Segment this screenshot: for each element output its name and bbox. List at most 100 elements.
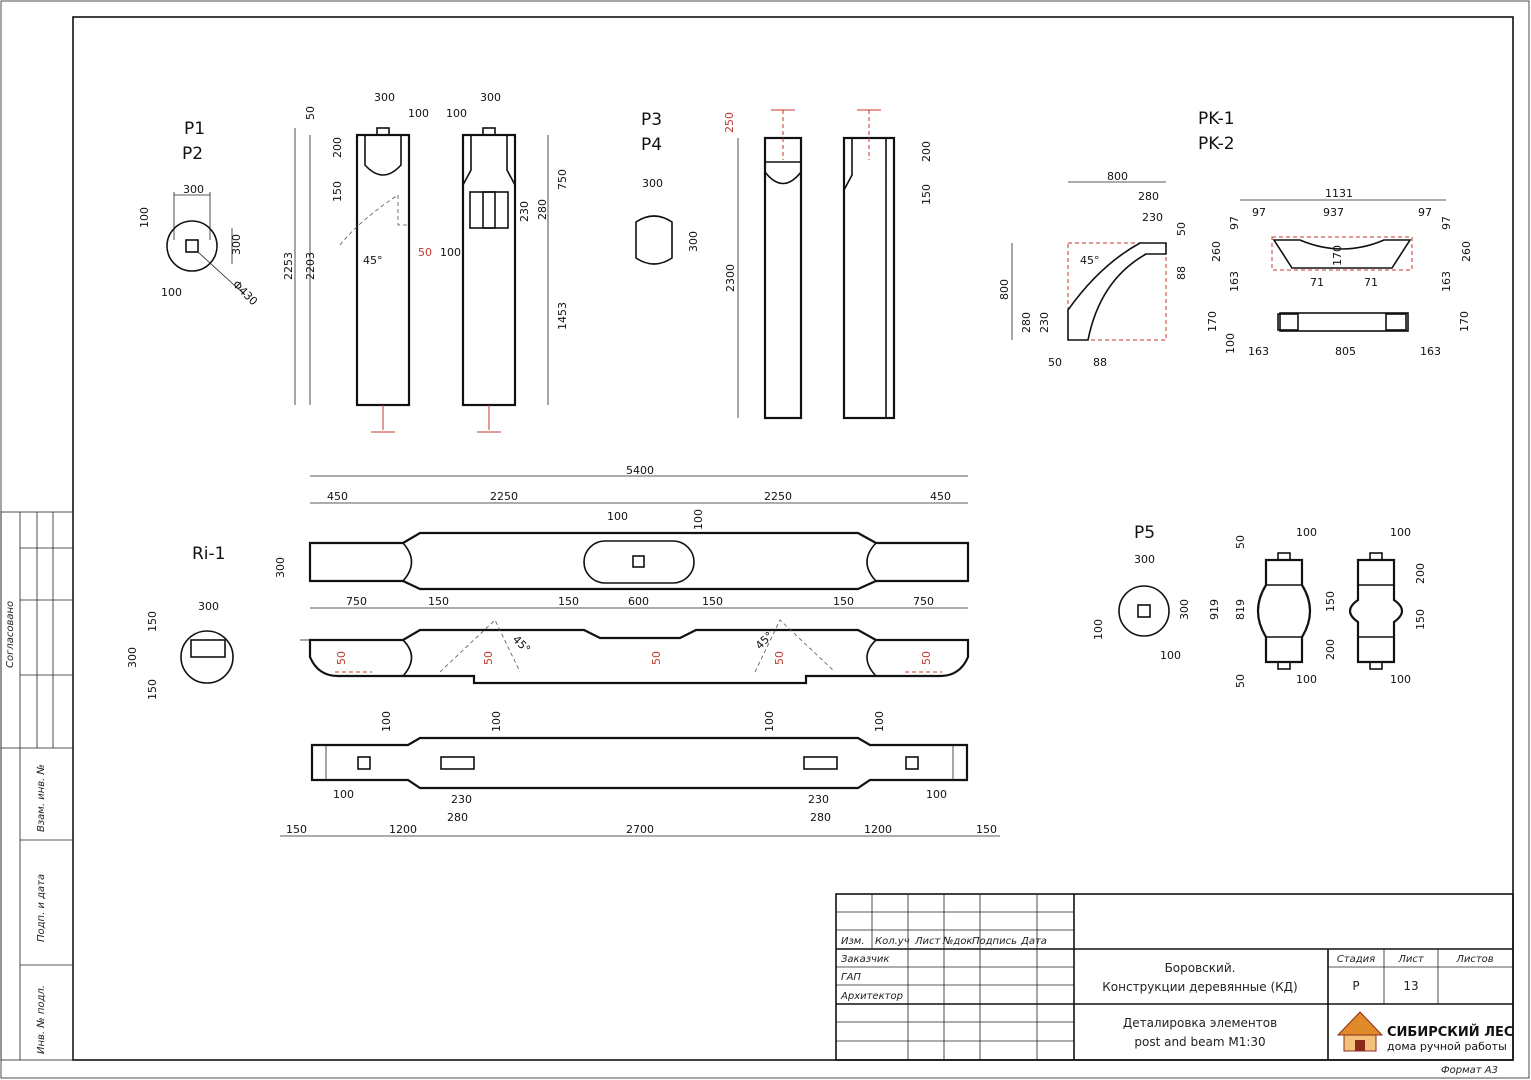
dim-163: 163	[1228, 271, 1241, 292]
dim-300: 300	[183, 183, 204, 196]
dim-300: 300	[230, 234, 243, 255]
dim-230: 230	[518, 201, 531, 222]
dim-50-red: 50	[773, 651, 786, 665]
dim-230: 230	[1038, 312, 1051, 333]
dim-97: 97	[1440, 216, 1453, 230]
dim-250-red: 250	[723, 112, 736, 133]
label-p4: P4	[641, 135, 662, 155]
p2-elevation	[461, 133, 517, 407]
dim-100: 100	[440, 246, 461, 259]
dim-100: 100	[1296, 673, 1317, 686]
dim-450: 450	[327, 490, 348, 503]
label-p5: P5	[1134, 523, 1155, 543]
dim-230: 230	[808, 793, 829, 806]
agreed-label: Согласовано	[5, 601, 16, 668]
dim-2700: 2700	[626, 823, 654, 836]
dim-50: 50	[1234, 535, 1247, 549]
dim-2250: 2250	[764, 490, 792, 503]
dim-100: 100	[138, 207, 151, 228]
tb-drawing-line2: post and beam М1:30	[1134, 1035, 1265, 1049]
dim-260: 260	[1210, 241, 1223, 262]
p5-elevation-1	[1256, 558, 1312, 664]
tb-role-architect: Архитектор	[840, 991, 903, 1002]
dim-230: 230	[1142, 211, 1163, 224]
dim-819: 819	[1234, 599, 1247, 620]
podp-data-label: Подп. и дата	[36, 874, 47, 942]
dim-50: 50	[1048, 356, 1062, 369]
tb-header-data: Дата	[1020, 936, 1047, 947]
p3-p4-group: P3 P4 300 300 250 2300 200 150	[635, 109, 933, 420]
dim-300: 300	[274, 557, 287, 578]
dim-600: 600	[628, 595, 649, 608]
format-label: Формат А3	[1441, 1065, 1498, 1076]
dim-50-red: 50	[418, 246, 432, 259]
dim-45deg: 45°	[363, 254, 383, 267]
dim-280: 280	[810, 811, 831, 824]
p5-group: P5 300 300 100 100 919 819 50 50 100 100…	[1092, 523, 1427, 688]
dim-260: 260	[1460, 241, 1473, 262]
dim-1200: 1200	[864, 823, 892, 836]
dim-230: 230	[451, 793, 472, 806]
dim-100: 100	[408, 107, 429, 120]
dim-300: 300	[642, 177, 663, 190]
dim-45deg: 45°	[1080, 254, 1100, 267]
dim-800: 800	[1107, 170, 1128, 183]
dim-2253: 2253	[282, 252, 295, 280]
dim-phi430: Φ430	[230, 278, 260, 308]
dim-805: 805	[1335, 345, 1356, 358]
brace-top-view	[1272, 239, 1412, 269]
dim-163: 163	[1248, 345, 1269, 358]
label-p2: P2	[182, 144, 203, 164]
dim-300: 300	[374, 91, 395, 104]
dim-2203: 2203	[304, 252, 317, 280]
dim-50: 50	[1175, 222, 1188, 236]
tb-role-customer: Заказчик	[841, 954, 889, 965]
tb-sheet-label: Лист	[1397, 954, 1425, 965]
dim-750: 750	[556, 169, 569, 190]
tb-header-izm: Изм.	[841, 936, 865, 947]
dim-50-red: 50	[482, 651, 495, 665]
dim-150: 150	[331, 181, 344, 202]
ri1-plan	[310, 736, 969, 790]
p1-plan-circle	[166, 220, 218, 272]
label-pk1: PK-1	[1198, 109, 1235, 129]
dim-71: 71	[1364, 276, 1378, 289]
p3-elevation	[763, 136, 803, 420]
p5-plan-circle	[1118, 585, 1170, 637]
dim-150: 150	[428, 595, 449, 608]
tb-header-ndok: №док	[942, 936, 972, 947]
logo-house-icon	[1336, 1011, 1384, 1036]
dim-170: 170	[1331, 245, 1344, 266]
ri1-group: Ri-1 5400 450 2250 2250 450 300 100 100 …	[126, 464, 1000, 837]
title-block: Изм. Кол.уч Лист №док Подпись Дата Заказ…	[835, 893, 1514, 1061]
dim-97: 97	[1228, 216, 1241, 230]
dim-150: 150	[286, 823, 307, 836]
dim-300: 300	[1178, 599, 1191, 620]
dim-50-red: 50	[650, 651, 663, 665]
dim-163: 163	[1440, 271, 1453, 292]
dim-50-red: 50	[335, 651, 348, 665]
dim-200: 200	[920, 141, 933, 162]
dim-45deg: 45°	[510, 633, 533, 656]
dim-300: 300	[126, 647, 139, 668]
logo-main-text: СИБИРСКИЙ ЛЕС	[1387, 1024, 1513, 1040]
dim-100: 100	[161, 286, 182, 299]
p5-elevation-2	[1348, 558, 1404, 664]
dim-280: 280	[536, 199, 549, 220]
label-pk2: PK-2	[1198, 134, 1235, 154]
dim-750: 750	[913, 595, 934, 608]
dim-200: 200	[331, 137, 344, 158]
dim-5400: 5400	[626, 464, 654, 477]
dim-100: 100	[1160, 649, 1181, 662]
side-stamp: Согласовано Взам. инв. № Подп. и дата Ин…	[0, 511, 74, 1061]
dim-50: 50	[1234, 674, 1247, 688]
dim-100: 100	[873, 711, 886, 732]
dim-100: 100	[1390, 673, 1411, 686]
dim-200: 200	[1414, 563, 1427, 584]
dim-100: 100	[926, 788, 947, 801]
dim-170: 170	[1206, 311, 1219, 332]
label-p1: P1	[184, 119, 205, 139]
dim-150: 150	[146, 679, 159, 700]
dim-150: 150	[976, 823, 997, 836]
brace-profile	[1067, 242, 1167, 341]
